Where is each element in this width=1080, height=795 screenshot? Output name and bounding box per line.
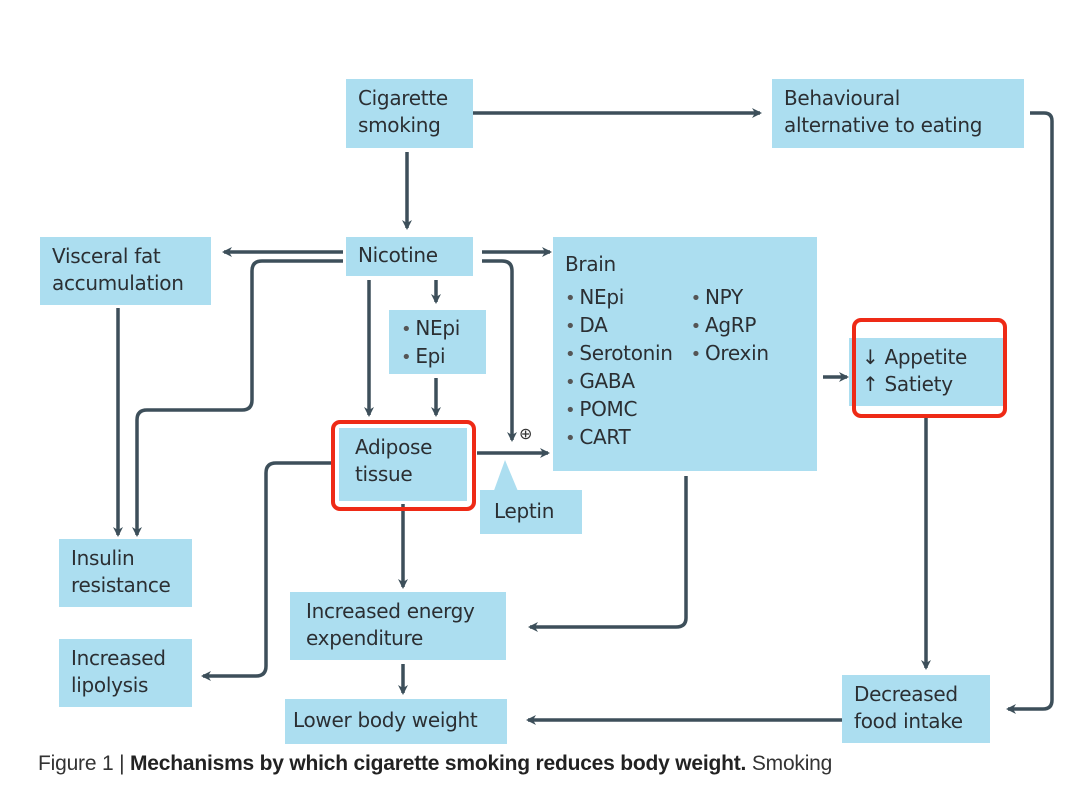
node-text: ↓ Appetite [862, 345, 968, 369]
arrow-nicotine-to-insulin [132, 259, 343, 537]
node-text: lipolysis [71, 673, 149, 697]
list-item: Epi [401, 343, 474, 371]
node-appetite-satiety: ↓ Appetite ↑ Satiety [849, 338, 1003, 406]
node-energy-expenditure: Increased energy expenditure [290, 592, 506, 660]
node-text: expenditure [306, 626, 424, 650]
list-item: DA [565, 312, 673, 340]
figure-caption: Figure 1 | Mechanisms by which cigarette… [38, 752, 832, 776]
list-item: CART [565, 424, 673, 452]
node-text: Decreased [854, 682, 958, 706]
node-behavioural-alternative: Behavioural alternative to eating [772, 79, 1024, 148]
list-item: Orexin [691, 340, 769, 368]
list-item: Serotonin [565, 340, 673, 368]
arrow-behavioural-to-food [1006, 111, 1054, 714]
node-brain: Brain NEpi DA Serotonin GABA POMC CART N… [553, 237, 817, 471]
list-item: AgRP [691, 312, 769, 340]
node-increased-lipolysis: Increased lipolysis [59, 639, 192, 707]
highlight-appetite-satiety [852, 318, 1007, 418]
caption-title: Mechanisms by which cigarette smoking re… [129, 752, 747, 775]
highlight-adipose-tissue [331, 420, 476, 511]
node-text: Lower body weight [293, 708, 478, 732]
node-text: ↑ Satiety [862, 372, 953, 396]
list-item: NEpi [565, 284, 673, 312]
node-lower-body-weight: Lower body weight [285, 699, 507, 744]
node-text: Adipose [355, 435, 433, 459]
node-decreased-food-intake: Decreased food intake [842, 675, 990, 743]
node-text: Behavioural [784, 86, 900, 110]
list-item: NPY [691, 284, 769, 312]
caption-suffix: Smoking [746, 752, 833, 775]
node-text: food intake [854, 709, 963, 733]
node-text: Leptin [494, 499, 555, 523]
caption-prefix: Figure 1 | [38, 752, 130, 775]
node-text: Increased [71, 646, 166, 670]
node-text: resistance [71, 573, 171, 597]
node-text: Visceral fat [52, 244, 161, 268]
list-item: NEpi [401, 315, 474, 343]
node-visceral-fat: Visceral fat accumulation [40, 237, 211, 305]
list-item: POMC [565, 396, 673, 424]
node-nicotine: Nicotine [346, 237, 473, 276]
node-leptin: Leptin [480, 490, 582, 534]
brain-title: Brain [565, 252, 616, 276]
node-insulin-resistance: Insulin resistance [59, 539, 192, 607]
leptin-callout-tail [492, 460, 520, 496]
plus-icon: ⊕ [519, 424, 533, 443]
arrow-nicotine-to-leptin-path [482, 259, 517, 442]
node-text: Insulin [71, 546, 135, 570]
node-text: Nicotine [358, 243, 438, 267]
node-text: alternative to eating [784, 113, 983, 137]
arrow-brain-to-energy [528, 476, 688, 632]
node-cigarette-smoking: Cigarette smoking [346, 79, 473, 148]
node-text: Increased energy [306, 599, 475, 623]
arrow-adipose-to-lipolysis [201, 461, 333, 681]
node-text: accumulation [52, 271, 184, 295]
node-text: Cigarette [358, 86, 448, 110]
list-item: GABA [565, 368, 673, 396]
node-text: tissue [355, 462, 413, 486]
node-catecholamines: NEpi Epi [389, 310, 486, 374]
node-adipose-tissue: Adipose tissue [339, 428, 467, 501]
node-text: smoking [358, 113, 441, 137]
